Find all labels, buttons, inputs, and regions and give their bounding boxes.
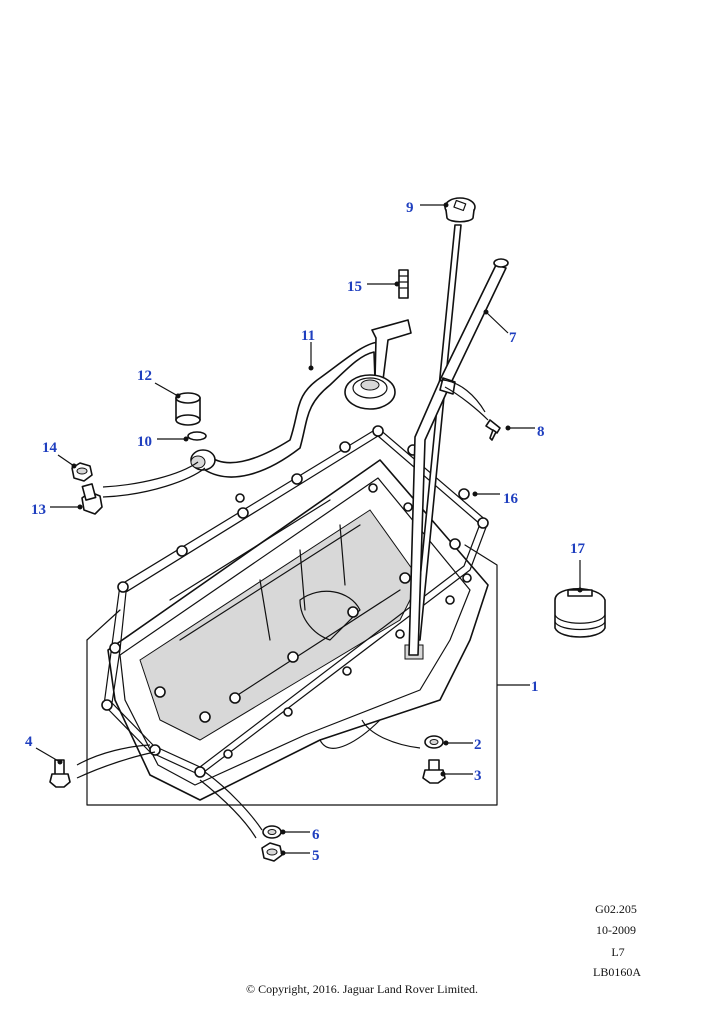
nut-5	[261, 842, 283, 862]
copyright-notice: © Copyright, 2016. Jaguar Land Rover Lim…	[245, 982, 479, 996]
callout-leaders	[35, 202, 583, 856]
callout-4: 4	[25, 734, 33, 750]
callout-1: 1	[531, 679, 539, 695]
bolt-13	[81, 483, 103, 515]
nut-14	[71, 462, 93, 482]
callout-10: 10	[137, 434, 152, 450]
assembly-frame	[86, 544, 498, 806]
reference-group: G02.205	[595, 902, 637, 916]
o-ring	[187, 431, 207, 441]
callout-7: 7	[509, 330, 517, 346]
callout-2: 2	[474, 737, 482, 753]
callout-15: 15	[347, 279, 362, 295]
callout-16: 16	[503, 491, 519, 507]
washer-2	[424, 735, 444, 749]
callout-12: 12	[137, 368, 152, 384]
oil-pickup-pipe	[190, 319, 412, 478]
callout-11: 11	[301, 328, 315, 344]
callout-13: 13	[31, 502, 46, 518]
callout-6: 6	[312, 827, 320, 843]
callout-3: 3	[474, 768, 482, 784]
callout-5: 5	[312, 848, 320, 864]
stud	[398, 269, 409, 299]
spacer	[175, 392, 201, 426]
reference-date: 10-2009	[596, 923, 636, 937]
washer-6	[262, 825, 282, 839]
drain-bolt-3	[422, 759, 446, 784]
callout-14: 14	[42, 440, 58, 456]
dipstick	[413, 197, 476, 641]
callout-8: 8	[537, 424, 545, 440]
drain-plug	[554, 588, 606, 638]
reference-code: L7	[611, 945, 625, 959]
callout-9: 9	[406, 200, 414, 216]
callout-17: 17	[570, 541, 586, 557]
tube-screw	[485, 419, 501, 441]
reference-illustration: LB0160A	[593, 965, 641, 979]
